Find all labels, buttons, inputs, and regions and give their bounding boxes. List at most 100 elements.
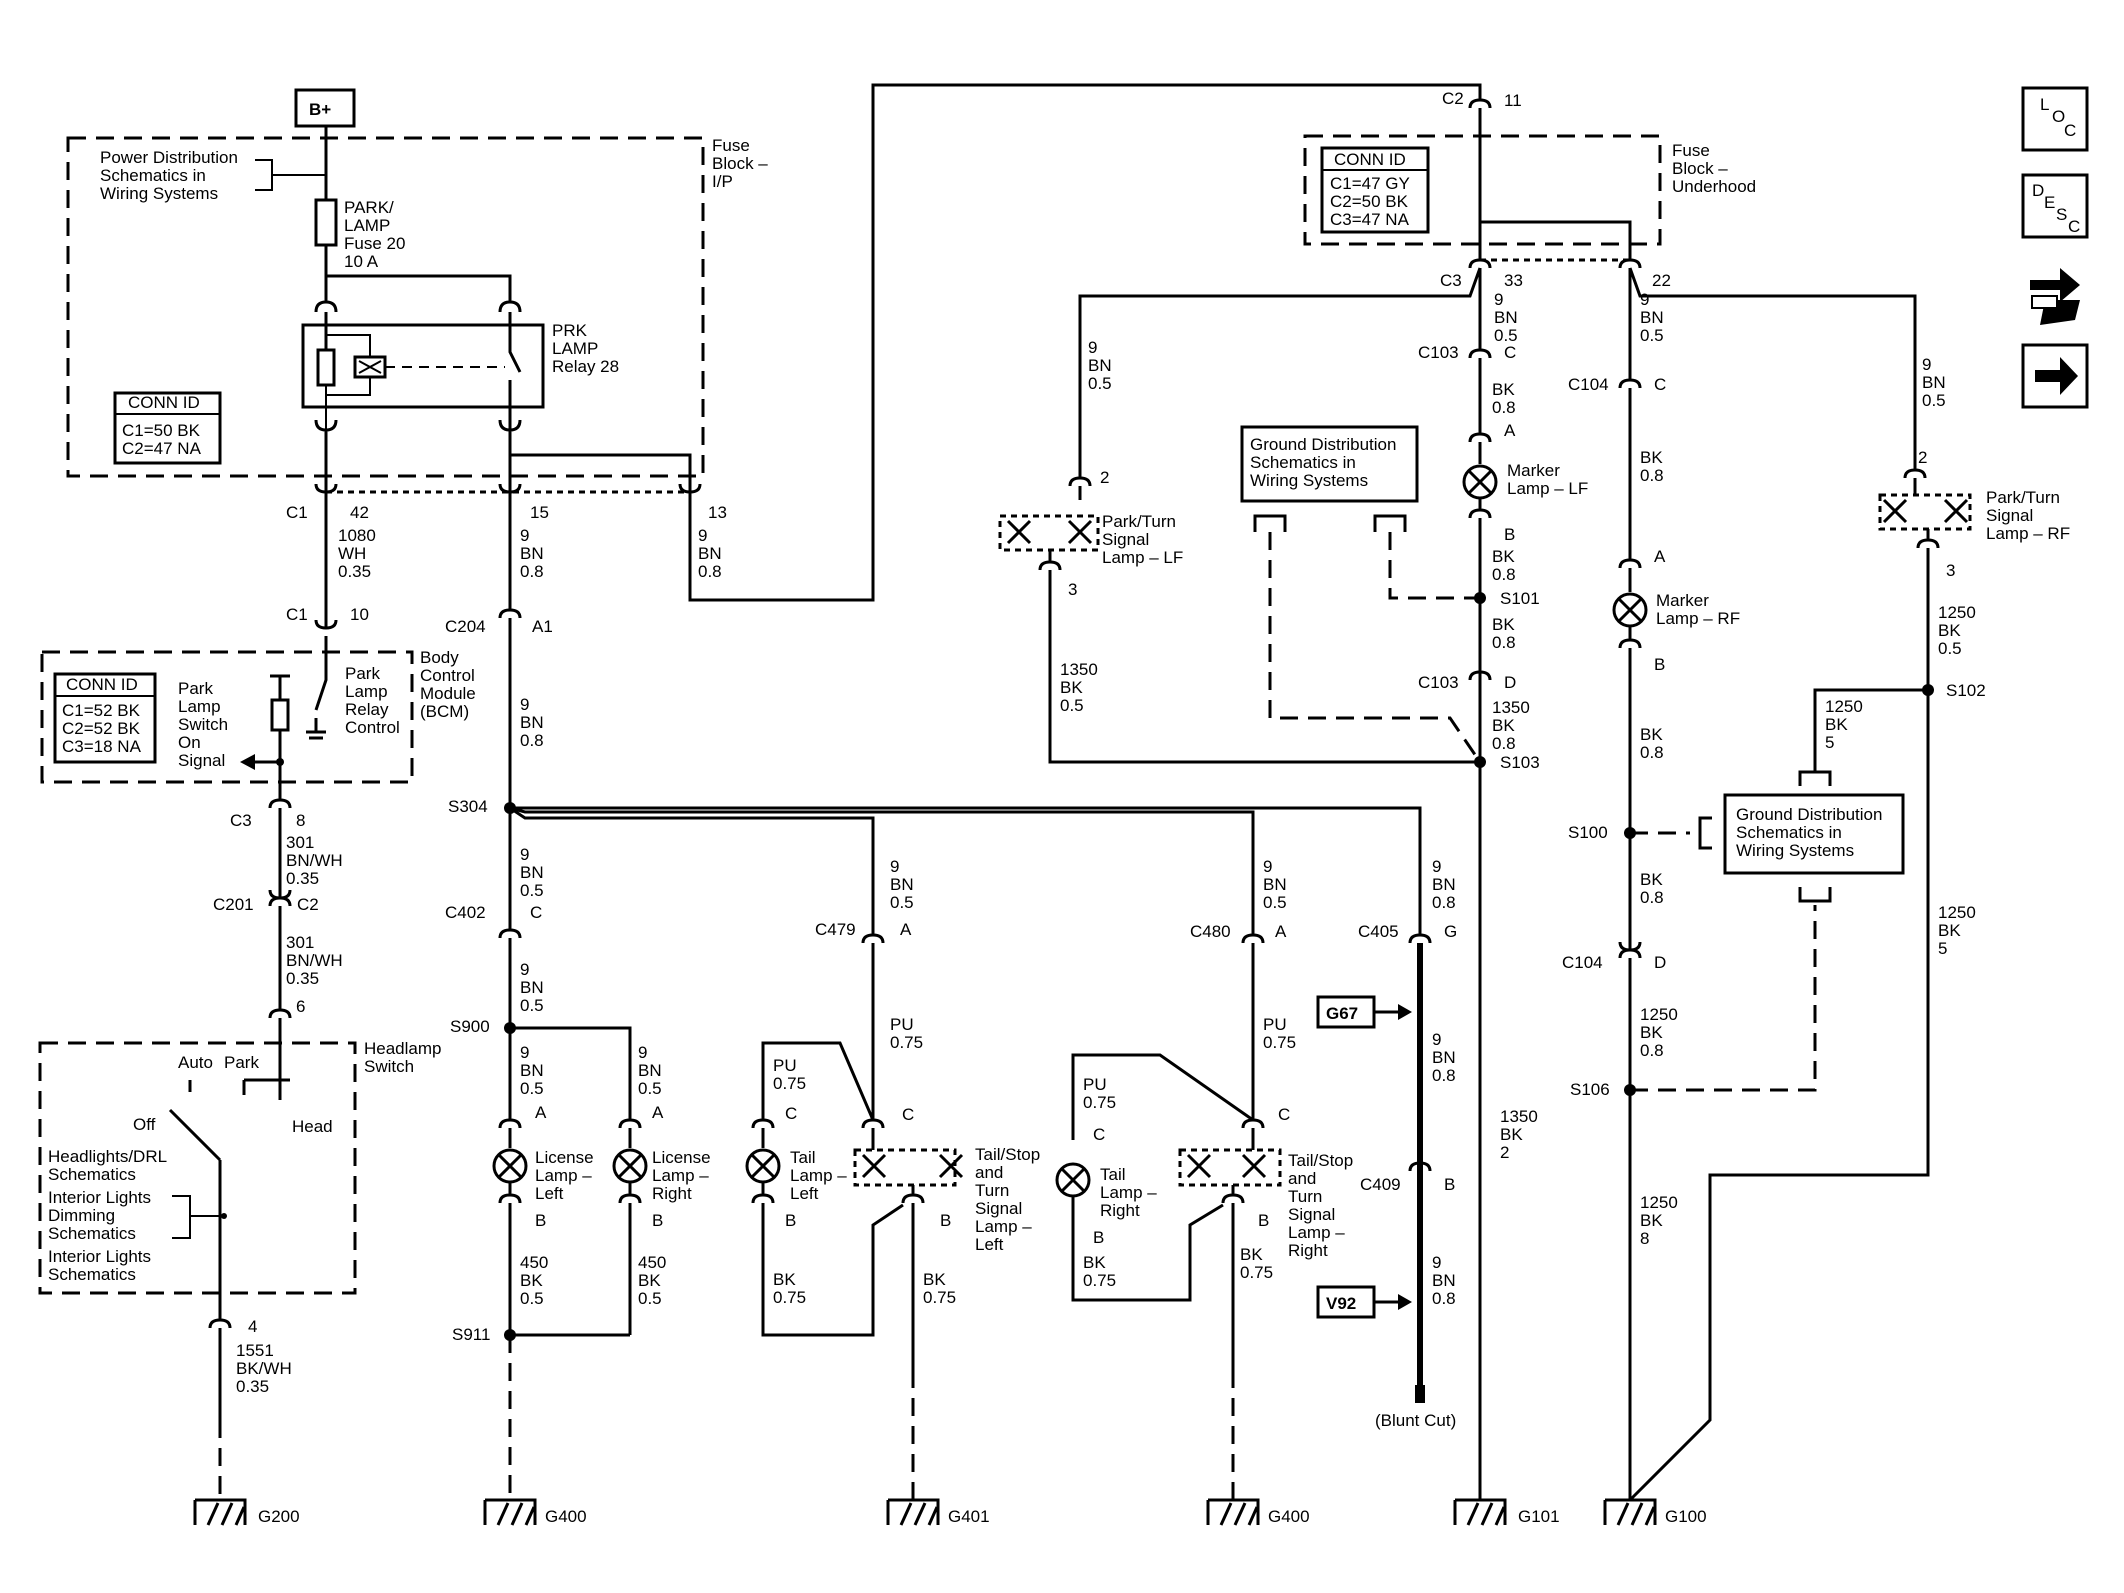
svg-text:C103: C103 bbox=[1418, 343, 1459, 362]
svg-text:0.8: 0.8 bbox=[698, 562, 722, 581]
park-lamp-fuse-label: PARK/ LAMP Fuse 20 10 A bbox=[344, 198, 405, 271]
svg-text:A1: A1 bbox=[532, 617, 553, 636]
svg-text:Schematics in: Schematics in bbox=[1736, 823, 1842, 842]
svg-text:B: B bbox=[940, 1211, 951, 1230]
svg-text:CONN ID: CONN ID bbox=[1334, 150, 1406, 169]
svg-text:9: 9 bbox=[698, 526, 707, 545]
svg-text:6: 6 bbox=[296, 997, 305, 1016]
svg-text:Ground Distribution: Ground Distribution bbox=[1736, 805, 1882, 824]
svg-text:BN: BN bbox=[698, 544, 722, 563]
svg-text:B: B bbox=[785, 1211, 796, 1230]
svg-text:Lamp –: Lamp – bbox=[790, 1166, 847, 1185]
svg-text:1250: 1250 bbox=[1938, 903, 1976, 922]
svg-text:Schematics: Schematics bbox=[48, 1224, 136, 1243]
svg-text:Marker: Marker bbox=[1656, 591, 1709, 610]
svg-text:C402: C402 bbox=[445, 903, 486, 922]
svg-text:Left: Left bbox=[975, 1235, 1004, 1254]
svg-text:Schematics in: Schematics in bbox=[100, 166, 206, 185]
svg-text:C201: C201 bbox=[213, 895, 254, 914]
svg-text:BN: BN bbox=[1494, 308, 1518, 327]
svg-text:10: 10 bbox=[350, 605, 369, 624]
svg-text:C3: C3 bbox=[230, 811, 252, 830]
svg-text:1250: 1250 bbox=[1825, 697, 1863, 716]
svg-text:BN/WH: BN/WH bbox=[286, 951, 343, 970]
svg-text:0.5: 0.5 bbox=[1263, 893, 1287, 912]
svg-text:A: A bbox=[652, 1103, 664, 1122]
svg-text:Dimming: Dimming bbox=[48, 1206, 115, 1225]
svg-text:S: S bbox=[2056, 205, 2067, 224]
svg-text:and: and bbox=[1288, 1169, 1316, 1188]
svg-text:Interior Lights: Interior Lights bbox=[48, 1188, 151, 1207]
svg-text:0.8: 0.8 bbox=[1640, 888, 1664, 907]
svg-text:BN: BN bbox=[520, 1061, 544, 1080]
svg-text:G101: G101 bbox=[1518, 1507, 1560, 1526]
bcm-label: Body Control Module (BCM) bbox=[420, 648, 476, 721]
ground-g200: G200 bbox=[193, 1498, 300, 1526]
svg-text:0.8: 0.8 bbox=[1492, 633, 1516, 652]
svg-text:Signal: Signal bbox=[975, 1199, 1022, 1218]
svg-text:0.5: 0.5 bbox=[1060, 696, 1084, 715]
svg-text:0.8: 0.8 bbox=[1640, 466, 1664, 485]
svg-text:0.8: 0.8 bbox=[1640, 1041, 1664, 1060]
svg-text:Switch: Switch bbox=[178, 715, 228, 734]
svg-text:0.5: 0.5 bbox=[638, 1079, 662, 1098]
svg-text:C104: C104 bbox=[1568, 375, 1609, 394]
svg-text:Head: Head bbox=[292, 1117, 333, 1136]
svg-text:Schematics: Schematics bbox=[48, 1165, 136, 1184]
svg-text:Underhood: Underhood bbox=[1672, 177, 1756, 196]
svg-text:Power Distribution: Power Distribution bbox=[100, 148, 238, 167]
svg-text:C: C bbox=[1504, 343, 1516, 362]
svg-text:Signal: Signal bbox=[1102, 530, 1149, 549]
svg-text:S304: S304 bbox=[448, 797, 488, 816]
svg-text:9: 9 bbox=[1494, 290, 1503, 309]
svg-text:450: 450 bbox=[520, 1253, 548, 1272]
location-icon[interactable]: L O C bbox=[2021, 86, 2089, 152]
svg-text:0.5: 0.5 bbox=[1922, 391, 1946, 410]
svg-text:D: D bbox=[1504, 673, 1516, 692]
svg-text:9: 9 bbox=[520, 845, 529, 864]
conn-id-underhood bbox=[1320, 146, 1430, 234]
svg-text:C2=52 BK: C2=52 BK bbox=[62, 719, 141, 738]
svg-text:3: 3 bbox=[1946, 561, 1955, 580]
svg-text:Lamp –: Lamp – bbox=[1100, 1183, 1157, 1202]
svg-text:C2: C2 bbox=[297, 895, 319, 914]
wire-9bn-15: 9 BN 0.8 bbox=[520, 526, 544, 581]
svg-text:Lamp: Lamp bbox=[345, 682, 388, 701]
next-arrow-icon[interactable] bbox=[2021, 343, 2089, 409]
svg-text:Wiring Systems: Wiring Systems bbox=[100, 184, 218, 203]
svg-text:C: C bbox=[1654, 375, 1666, 394]
svg-text:A: A bbox=[535, 1103, 547, 1122]
blunt-cut-label: (Blunt Cut) bbox=[1375, 1411, 1456, 1430]
svg-text:BN: BN bbox=[890, 875, 914, 894]
ground-g101: G101 bbox=[1453, 1498, 1560, 1526]
svg-text:Park/Turn: Park/Turn bbox=[1102, 512, 1176, 531]
svg-text:Wiring Systems: Wiring Systems bbox=[1250, 471, 1368, 490]
svg-text:PU: PU bbox=[1263, 1015, 1287, 1034]
conn-id-ip bbox=[113, 391, 222, 465]
svg-text:C1=47 GY: C1=47 GY bbox=[1330, 174, 1410, 193]
svg-text:450: 450 bbox=[638, 1253, 666, 1272]
svg-text:On: On bbox=[178, 733, 201, 752]
b-plus-label: B+ bbox=[309, 100, 331, 119]
park-switch-signal-label: Park Lamp Switch On Signal bbox=[178, 679, 228, 770]
svg-text:BK: BK bbox=[1640, 725, 1663, 744]
svg-text:Tail: Tail bbox=[1100, 1165, 1126, 1184]
interior-lights-ref: Interior Lights Schematics bbox=[48, 1247, 151, 1284]
svg-text:A: A bbox=[1275, 922, 1287, 941]
svg-text:0.8: 0.8 bbox=[1432, 893, 1456, 912]
headlights-drl-ref: Headlights/DRL Schematics bbox=[48, 1147, 167, 1184]
fuse-block-ip-boundary bbox=[66, 136, 705, 478]
component-tools-icon[interactable] bbox=[2030, 268, 2080, 325]
svg-text:1350: 1350 bbox=[1492, 698, 1530, 717]
description-icon[interactable]: D E S C bbox=[2021, 173, 2089, 239]
ground-g401: G401 bbox=[886, 1498, 990, 1526]
svg-text:C104: C104 bbox=[1562, 953, 1603, 972]
svg-text:G200: G200 bbox=[258, 1507, 300, 1526]
svg-text:C103: C103 bbox=[1418, 673, 1459, 692]
svg-text:C1: C1 bbox=[286, 605, 308, 624]
svg-text:Fuse 20: Fuse 20 bbox=[344, 234, 405, 253]
svg-text:4: 4 bbox=[248, 1317, 257, 1336]
svg-text:Block –: Block – bbox=[712, 154, 768, 173]
tail-stop-turn-lamp-right bbox=[1178, 1118, 1282, 1215]
svg-text:0.5: 0.5 bbox=[520, 996, 544, 1015]
